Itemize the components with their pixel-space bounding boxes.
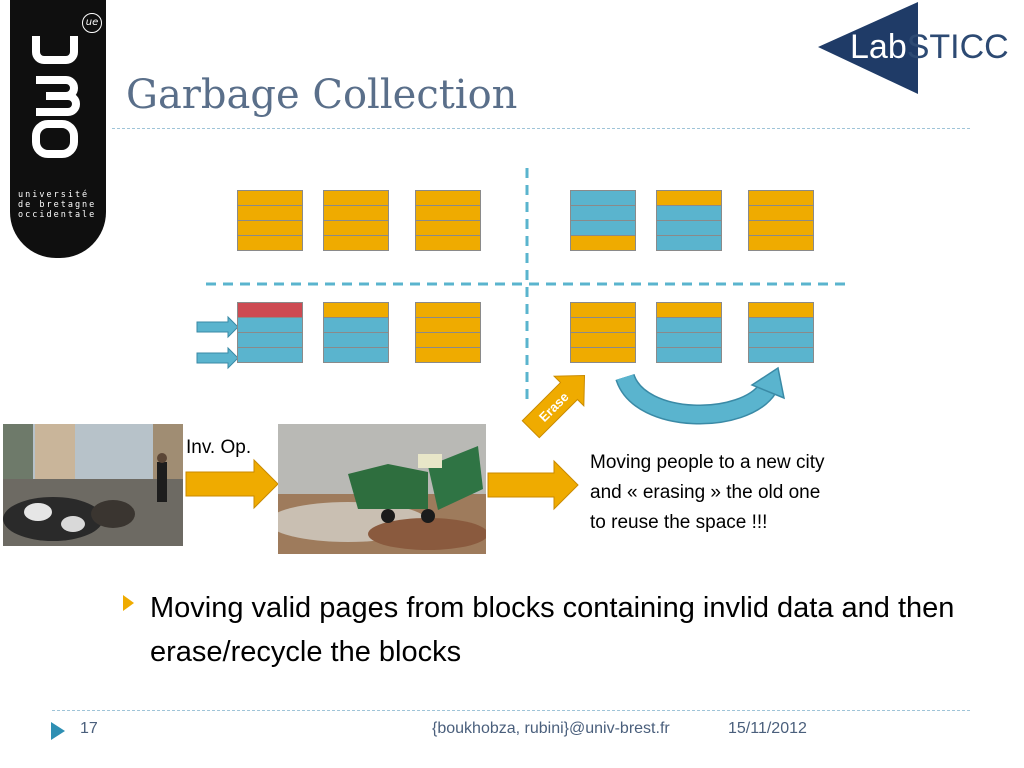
free-page	[415, 190, 481, 206]
title-divider	[112, 128, 970, 129]
free-page	[323, 205, 389, 221]
block	[323, 302, 389, 363]
university-name: université de bretagne occidentale	[18, 190, 97, 220]
free-page	[415, 235, 481, 251]
lab-sticc-logo: LabSTICC	[818, 2, 1024, 98]
valid-page	[656, 235, 722, 251]
free-page	[237, 235, 303, 251]
move-curve-arrow	[616, 373, 776, 424]
footer-authors: {boukhobza, rubini}@univ-brest.fr	[432, 720, 670, 737]
free-page	[570, 332, 636, 348]
free-page	[570, 347, 636, 363]
free-page	[748, 235, 814, 251]
valid-page	[323, 347, 389, 363]
write-arrow-1-icon	[196, 315, 239, 339]
free-page	[323, 235, 389, 251]
street-garbage-photo	[3, 424, 183, 546]
valid-page	[237, 347, 303, 363]
free-page	[748, 205, 814, 221]
bullet-arrow-icon	[123, 595, 134, 611]
free-page	[415, 220, 481, 236]
page-number: 17	[80, 720, 98, 737]
valid-page	[323, 332, 389, 348]
block	[656, 190, 722, 251]
free-page	[656, 302, 722, 318]
free-page	[323, 220, 389, 236]
valid-page	[570, 220, 636, 236]
free-page	[323, 190, 389, 206]
caption-line-2: and « erasing » the old one	[590, 482, 821, 503]
caption-line-3: to reuse the space !!!	[590, 512, 768, 533]
block	[237, 190, 303, 251]
flow-arrow-1-icon	[185, 458, 279, 510]
valid-page	[323, 317, 389, 333]
free-page	[415, 302, 481, 318]
valid-page	[237, 332, 303, 348]
write-arrow-2-icon	[196, 346, 239, 370]
ue-mark: ue	[82, 13, 102, 33]
flow-arrow-2-icon	[487, 459, 579, 511]
free-page	[748, 302, 814, 318]
bullet-text: Moving valid pages from blocks containin…	[150, 592, 955, 668]
block	[415, 190, 481, 251]
free-page	[415, 332, 481, 348]
valid-page	[656, 317, 722, 333]
block	[656, 302, 722, 363]
valid-page	[748, 347, 814, 363]
free-page	[748, 190, 814, 206]
free-page	[415, 347, 481, 363]
free-page	[415, 205, 481, 221]
valid-page	[237, 317, 303, 333]
footer-date: 15/11/2012	[728, 720, 807, 737]
footer-divider	[52, 710, 970, 711]
caption-line-1: Moving people to a new city	[590, 452, 825, 473]
ubo-monogram-icon	[32, 36, 80, 158]
valid-page	[656, 205, 722, 221]
block	[748, 302, 814, 363]
free-page	[570, 302, 636, 318]
free-page	[237, 190, 303, 206]
landfill-truck-photo	[278, 424, 486, 554]
invalid-page	[237, 302, 303, 318]
free-page	[570, 317, 636, 333]
free-page	[656, 190, 722, 206]
block	[570, 190, 636, 251]
block	[748, 190, 814, 251]
block	[570, 302, 636, 363]
block	[415, 302, 481, 363]
free-page	[415, 317, 481, 333]
ubo-logo: ue université de bretagne occidentale	[10, 0, 106, 258]
valid-page	[656, 220, 722, 236]
free-page	[323, 302, 389, 318]
free-page	[237, 205, 303, 221]
lab-sticc-wordmark: LabSTICC	[850, 28, 1009, 66]
lab-sticc-diamond-icon	[818, 2, 918, 94]
free-page	[237, 220, 303, 236]
valid-page	[748, 332, 814, 348]
move-curve-arrowhead-icon	[750, 366, 786, 400]
block	[323, 190, 389, 251]
valid-page	[656, 347, 722, 363]
block	[237, 302, 303, 363]
valid-page	[748, 317, 814, 333]
valid-page	[570, 190, 636, 206]
invalidation-op-label: Inv. Op.	[186, 437, 252, 458]
free-page	[748, 220, 814, 236]
footer-triangle-icon	[51, 722, 65, 740]
landfill-illustration	[278, 424, 486, 554]
analogy-caption: Moving people to a new city and « erasin…	[590, 448, 824, 538]
street-garbage-illustration	[3, 424, 183, 546]
valid-page	[656, 332, 722, 348]
valid-page	[570, 205, 636, 221]
slide-title: Garbage Collection	[126, 72, 518, 118]
free-page	[570, 235, 636, 251]
